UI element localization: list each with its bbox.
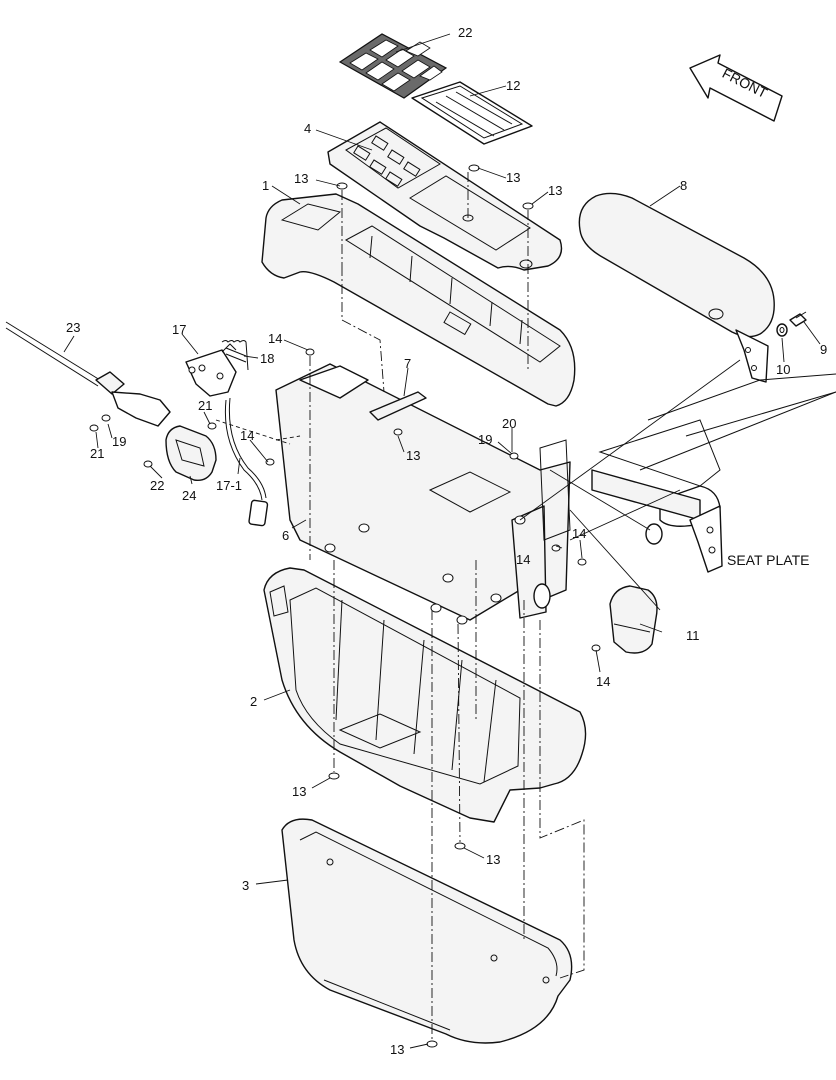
seat-plate-label: SEAT PLATE: [727, 552, 809, 568]
assembly-lines: [215, 172, 741, 1040]
callout-17-1: 17-1: [216, 478, 242, 493]
callout-19: 19: [112, 434, 126, 449]
callout-13: 13: [292, 784, 306, 799]
part-9-bolt: [789, 311, 807, 327]
part-18-spring: [221, 340, 249, 371]
callout-18: 18: [260, 351, 274, 366]
part-15-switch-pad: [338, 33, 448, 99]
part-24-switch: [165, 425, 217, 482]
callout-13: 13: [406, 448, 420, 463]
callout-19: 19: [478, 432, 492, 447]
callout-22: 21: [198, 398, 212, 413]
part-3-side-panel: [281, 818, 573, 1044]
callout-9: 9: [820, 342, 827, 357]
callout-labels: 22 12 4 1 13 13 13 8 9 10 23 17 18 14 7 …: [66, 25, 827, 1057]
callout-14: 14: [596, 674, 610, 689]
callout-17: 17: [172, 322, 186, 337]
fasteners: [89, 164, 601, 1048]
part-4-top-panel: [327, 121, 563, 271]
callout-13: 13: [294, 171, 308, 186]
callout-7: 7: [404, 356, 411, 371]
callout-22: 22: [150, 478, 164, 493]
callout-8: 8: [680, 178, 687, 193]
callout-24: 24: [182, 488, 196, 503]
front-direction-arrow: FRONT: [689, 54, 783, 122]
part-10-washer: [776, 323, 788, 337]
callout-14: 14: [268, 331, 282, 346]
callout-23: 23: [66, 320, 80, 335]
callout-14: 14: [572, 526, 586, 541]
callout-11: 11: [686, 628, 700, 643]
callout-4: 4: [304, 121, 311, 136]
part-1-console-cover: [261, 193, 576, 407]
part-23-cable: [5, 321, 171, 427]
callout-14: 14: [516, 552, 530, 567]
callout-13: 13: [486, 852, 500, 867]
callout-13: 13: [548, 183, 562, 198]
callout-1: 1: [262, 178, 269, 193]
callout-2: 2: [250, 694, 257, 709]
seat-plate-assembly: SEAT PLATE: [591, 373, 836, 573]
part-11-cover: [609, 585, 658, 654]
callout-13: 13: [390, 1042, 404, 1057]
callout-21: 21: [90, 446, 104, 461]
callout-20: 20: [502, 416, 516, 431]
callout-3: 3: [242, 878, 249, 893]
part-2-lower-housing: [263, 567, 587, 823]
callout-15: 22: [458, 25, 472, 40]
callout-14: 14: [240, 428, 254, 443]
callout-10: 10: [776, 362, 790, 377]
callout-13: 13: [506, 170, 520, 185]
part-17-1-harness: [224, 397, 269, 527]
part-7-guide-plate: [369, 391, 427, 421]
part-12-label-plate: [411, 81, 533, 145]
callout-leaders: [63, 33, 821, 1049]
part-8-armrest: [578, 192, 775, 383]
part-17-bracket: [185, 343, 237, 397]
callout-6: 6: [282, 528, 289, 543]
callout-12: 12: [506, 78, 520, 93]
